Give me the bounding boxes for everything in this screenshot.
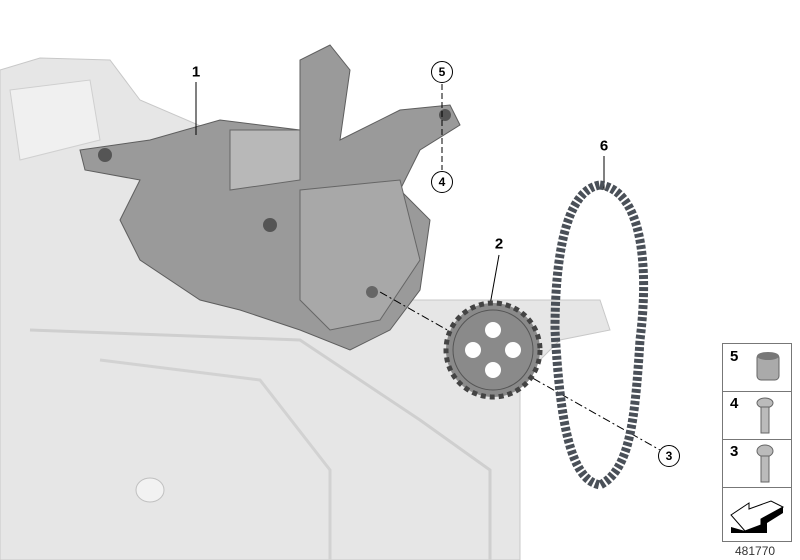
parts-legend: 5 4 3 (722, 343, 792, 542)
arrow-icon (730, 500, 785, 533)
legend-number: 5 (730, 348, 739, 365)
sleeve-icon (756, 352, 780, 381)
callout-1: 1 (191, 63, 201, 81)
legend-number: 3 (730, 443, 739, 460)
callout-4: 4 (431, 171, 453, 193)
oil-pump (79, 44, 461, 351)
legend-row-arrow (723, 487, 791, 541)
legend-number: 4 (730, 395, 739, 412)
callout-6: 6 (599, 137, 609, 155)
callout-3: 3 (658, 445, 680, 467)
legend-row-4: 4 (723, 391, 791, 440)
sprocket (443, 300, 543, 400)
legend-row-5: 5 (723, 344, 791, 392)
legend-row-3: 3 (723, 439, 791, 488)
document-number: 481770 (735, 544, 776, 558)
flange-bolt-icon (756, 397, 774, 434)
callout-2: 2 (494, 235, 504, 253)
callout-5: 5 (431, 61, 453, 83)
torx-bolt-icon (756, 444, 774, 483)
